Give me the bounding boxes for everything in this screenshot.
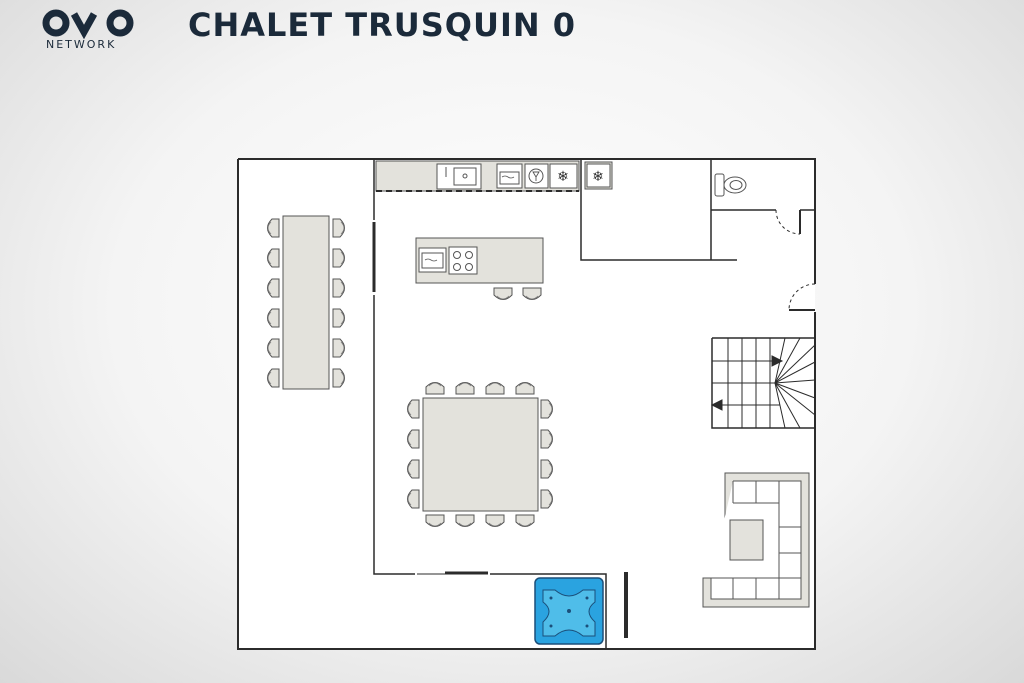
hot-tub — [534, 577, 604, 645]
staircase — [710, 337, 816, 429]
freezer-icon: ❄ — [584, 161, 613, 190]
toilet-icon — [714, 173, 747, 197]
interior-walls — [373, 159, 815, 649]
logo-text: NETWORK — [46, 38, 117, 51]
freezer-icon: ❄ — [549, 163, 578, 189]
doors — [372, 209, 816, 638]
svg-text:❄: ❄ — [592, 169, 604, 185]
sink-icon — [436, 163, 482, 190]
square-dining-table — [422, 397, 539, 512]
cooktop-icon — [448, 246, 478, 275]
coffee-table — [729, 519, 764, 561]
page-title: CHALET TRUSQUIN 0 — [188, 6, 577, 44]
kitchen-counter: ❄ — [375, 160, 580, 192]
outer-walls — [237, 158, 816, 650]
oven-icon — [418, 247, 447, 273]
wine-cooler-icon — [524, 163, 549, 189]
kitchen-island — [415, 237, 544, 284]
svg-text:❄: ❄ — [557, 169, 569, 185]
microwave-icon — [496, 163, 523, 189]
ovo-network-logo — [42, 9, 134, 40]
long-dining-table — [282, 215, 330, 390]
